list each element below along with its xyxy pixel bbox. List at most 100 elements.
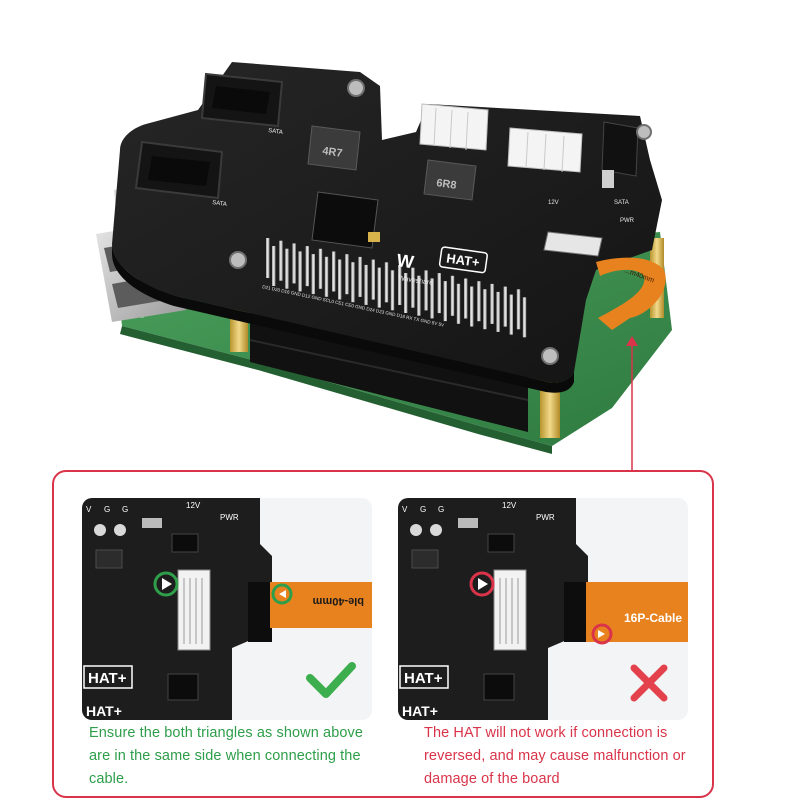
triangle-marker-circle <box>153 571 179 597</box>
component <box>458 518 478 528</box>
gpio-pin <box>496 291 500 332</box>
g-label: G <box>438 505 444 514</box>
cable-stiffener <box>248 582 272 642</box>
component <box>411 549 439 569</box>
gpio-pin <box>509 294 513 335</box>
white-connector <box>419 103 583 173</box>
gpio-pin <box>351 262 355 303</box>
sata-label: SATA <box>614 200 629 206</box>
ffc-connector <box>177 569 211 651</box>
gpio-pin <box>285 248 289 289</box>
gpio-pin <box>464 278 468 319</box>
pad <box>94 524 106 536</box>
hat-label: HAT+ <box>86 703 122 719</box>
twelve-v-label: 12V <box>502 501 517 510</box>
leader-arrow-icon <box>626 336 638 346</box>
gpio-pin <box>483 289 487 330</box>
component <box>142 518 162 528</box>
v-label: V <box>402 505 408 514</box>
pwr-label: PWR <box>620 218 635 224</box>
pwr-label: PWR <box>536 513 555 522</box>
triangle-marker-circle <box>469 571 495 597</box>
dc-jack <box>601 121 639 177</box>
pad <box>410 524 422 536</box>
gpio-pin <box>384 262 389 303</box>
triangle-marker-icon <box>478 578 488 590</box>
sata-label: SATA <box>268 128 283 136</box>
pad <box>114 524 126 536</box>
hat-label: HAT+ <box>404 670 443 687</box>
check-mark-icon <box>306 662 356 698</box>
svg-text:6R8: 6R8 <box>436 177 458 192</box>
gpio-pin <box>398 265 402 305</box>
gpio-pin <box>411 267 415 308</box>
hat-label-box <box>83 665 133 689</box>
pad <box>430 524 442 536</box>
chip <box>171 533 199 553</box>
cable-triangle-icon <box>598 630 605 638</box>
gpio-pin <box>437 273 441 314</box>
cable-stiffener <box>564 582 588 642</box>
correct-connection-panel: V G G 12V PWR HAT+ HAT+ <box>82 498 372 720</box>
gpio-pin <box>503 286 507 327</box>
gpio-pin <box>266 238 270 278</box>
brand-label: Waveshare <box>398 275 434 287</box>
cable-triangle-circle <box>591 623 613 645</box>
gpio-pin <box>424 270 428 311</box>
gpio-pins <box>266 238 527 338</box>
gpio-pin <box>522 297 527 338</box>
component <box>95 549 123 569</box>
correct-connection-caption: Ensure the both triangles as shown above… <box>89 725 364 787</box>
board-closeup <box>82 498 272 720</box>
svg-text:HAT+: HAT+ <box>445 251 481 271</box>
hat-label-box <box>399 665 449 689</box>
cable-triangle-icon <box>279 590 286 598</box>
cable-text: ble-40mm <box>312 595 364 607</box>
cable-triangle-circle <box>271 583 293 605</box>
pwr-label: PWR <box>220 513 239 522</box>
inductor-6r8: 6R8 <box>423 159 477 201</box>
gpio-pin <box>305 246 309 287</box>
dc-jack-pin <box>602 170 614 188</box>
gpio-pin <box>477 281 481 322</box>
twelve-v-label: 12V <box>186 501 201 510</box>
gpio-pin <box>371 259 375 300</box>
gpio-pin <box>430 278 434 319</box>
g-label: G <box>122 505 128 514</box>
hat-label: HAT+ <box>88 670 127 687</box>
ffc-connector <box>493 569 527 651</box>
product-photo: USB SATA SATA 4R7 6R8 <box>96 62 672 470</box>
gpio-pin <box>470 286 474 327</box>
sata-label: SATA <box>212 200 227 208</box>
reversed-connection-panel: V G G 12V PWR HAT+ HAT+ <box>398 498 688 720</box>
twelve-v-label: 12V <box>548 200 559 206</box>
chip <box>487 533 515 553</box>
g-label: G <box>104 505 110 514</box>
gpio-pin <box>364 264 368 305</box>
reversed-connection-caption: The HAT will not work if connection is r… <box>424 725 686 787</box>
board-closeup <box>398 498 588 720</box>
v-label: V <box>86 505 92 514</box>
gpio-pin <box>272 246 276 286</box>
ffc-cable <box>270 582 372 628</box>
gpio-pin <box>404 273 408 313</box>
gpio-pin <box>324 256 329 297</box>
svg-text:4R7: 4R7 <box>322 145 344 160</box>
gpio-pin <box>358 256 362 297</box>
chip <box>167 673 199 701</box>
inductor-4r7: 4R7 <box>307 125 361 171</box>
cross-mark-icon <box>630 664 668 702</box>
gpio-pin <box>338 259 342 300</box>
gpio-pin <box>450 275 455 316</box>
waveshare-logo: W <box>395 250 415 272</box>
ffc-cable <box>586 582 688 642</box>
triangle-marker-icon <box>162 578 172 590</box>
g-label: G <box>420 505 426 514</box>
main-chip <box>311 191 379 249</box>
sata-connector: SATA SATA <box>134 72 283 208</box>
gpio-pin <box>311 254 315 295</box>
gpio-pin <box>377 267 381 308</box>
gpio-pin <box>318 248 323 289</box>
ffc-connector <box>543 231 603 257</box>
mounting-hole <box>229 79 652 365</box>
